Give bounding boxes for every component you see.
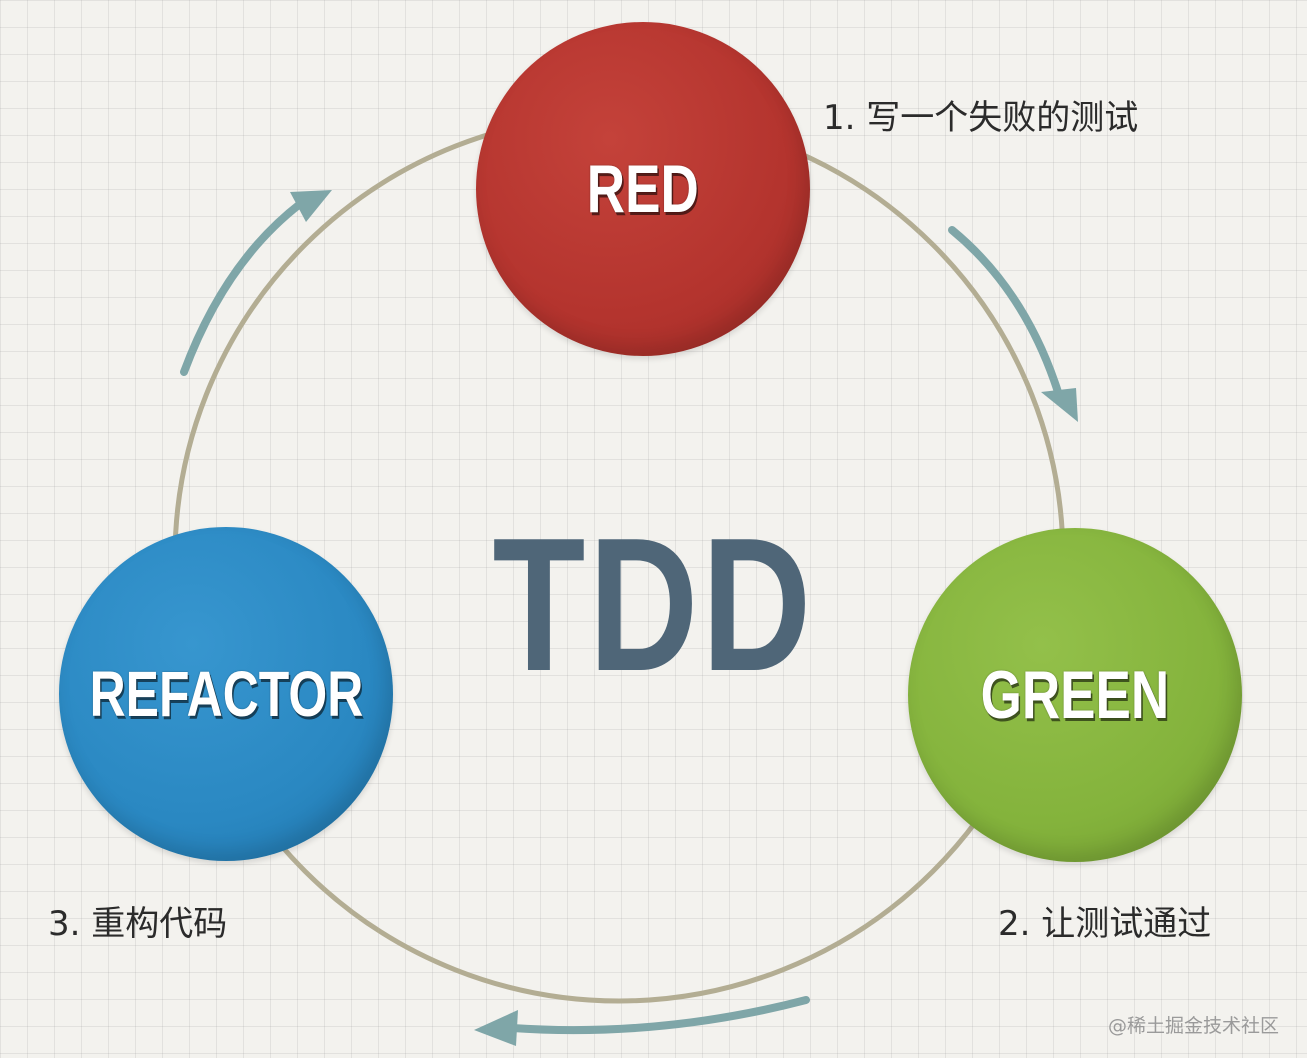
step-2-label: 2. 让测试通过 [998,904,1212,944]
red-node: RED [476,22,810,356]
green-node: GREEN [908,528,1242,862]
arrow-green-to-refactor [474,996,810,1046]
arrow-refactor-to-red [180,190,332,376]
red-node-label: RED [586,151,699,227]
step-1-label: 1. 写一个失败的测试 [823,98,1139,138]
center-title: TDD [492,499,815,711]
arrow-red-to-green [948,226,1078,422]
step-3-label: 3. 重构代码 [48,904,228,944]
refactor-node: REFACTOR [59,527,393,861]
refactor-node-label: REFACTOR [89,658,363,730]
watermark: @稀土掘金技术社区 [1107,1015,1279,1037]
green-node-label: GREEN [980,657,1170,733]
